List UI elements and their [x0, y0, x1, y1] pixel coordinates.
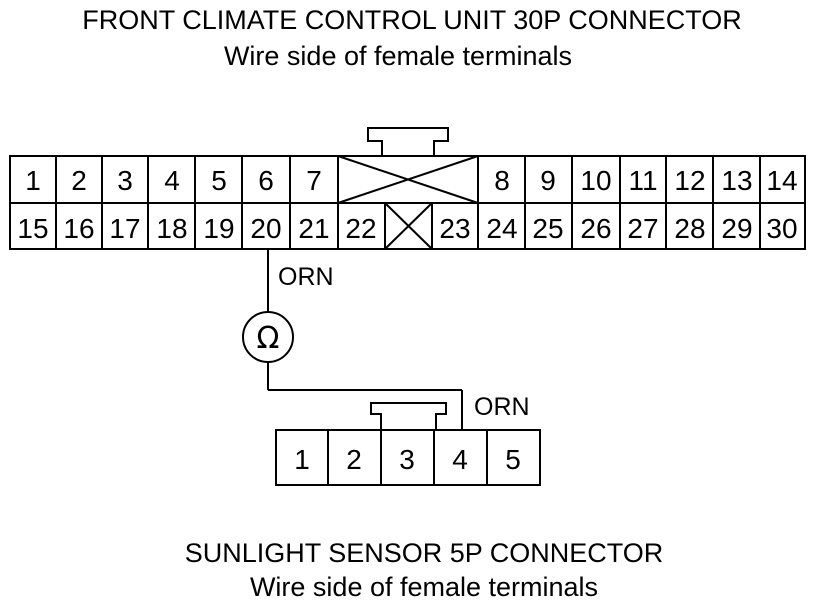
main-connector-subtitle: Wire side of female terminals	[224, 41, 572, 71]
main-pin-30: 30	[766, 213, 797, 244]
main-pin-1: 1	[25, 165, 41, 196]
sensor-pin-4: 4	[452, 444, 468, 475]
main-pin-8: 8	[494, 165, 510, 196]
main-pin-18: 18	[156, 213, 187, 244]
main-pin-2: 2	[71, 165, 87, 196]
wire-color-label-upper: ORN	[278, 263, 334, 291]
main-pin-29: 29	[721, 213, 752, 244]
sensor-pin-3: 3	[399, 444, 415, 475]
main-connector-lock-tab	[367, 127, 449, 156]
main-pin-12: 12	[674, 165, 705, 196]
main-pin-13: 13	[721, 165, 752, 196]
sensor-pin-5: 5	[505, 444, 521, 475]
sensor-connector-subtitle: Wire side of female terminals	[250, 572, 598, 602]
empty-cavity-bottom	[384, 202, 433, 250]
main-pin-4: 4	[164, 165, 180, 196]
main-pin-19: 19	[203, 213, 234, 244]
main-pin-14: 14	[766, 165, 797, 196]
main-pin-23: 23	[439, 213, 470, 244]
main-pin-25: 25	[532, 213, 563, 244]
sensor-connector	[275, 429, 541, 486]
main-pin-3: 3	[117, 165, 133, 196]
main-pin-22: 22	[345, 213, 376, 244]
main-pin-11: 11	[628, 165, 657, 196]
main-pin-20: 20	[250, 213, 281, 244]
sensor-connector-title: SUNLIGHT SENSOR 5P CONNECTOR	[185, 538, 664, 568]
main-pin-5: 5	[211, 165, 227, 196]
main-connector	[9, 155, 806, 250]
main-pin-7: 7	[306, 165, 322, 196]
main-pin-16: 16	[63, 213, 94, 244]
main-pin-21: 21	[298, 213, 329, 244]
orn-wire	[267, 249, 463, 430]
main-pin-6: 6	[258, 165, 274, 196]
main-pin-15: 15	[17, 213, 48, 244]
main-pin-9: 9	[540, 165, 556, 196]
main-pin-26: 26	[580, 213, 611, 244]
sensor-connector-lock-tab	[370, 402, 447, 430]
ohm-symbol: Ω	[257, 321, 280, 356]
wire-color-label-lower: ORN	[474, 393, 530, 421]
empty-cavity-top	[337, 155, 479, 204]
main-connector-title: FRONT CLIMATE CONTROL UNIT 30P CONNECTOR	[82, 5, 742, 35]
sensor-pin-2: 2	[346, 444, 362, 475]
ohmmeter-icon: Ω	[242, 311, 294, 363]
main-pin-17: 17	[109, 213, 140, 244]
main-pin-24: 24	[486, 213, 517, 244]
main-pin-27: 27	[627, 213, 658, 244]
sensor-pin-1: 1	[294, 444, 310, 475]
main-pin-28: 28	[674, 213, 705, 244]
main-pin-10: 10	[580, 165, 611, 196]
